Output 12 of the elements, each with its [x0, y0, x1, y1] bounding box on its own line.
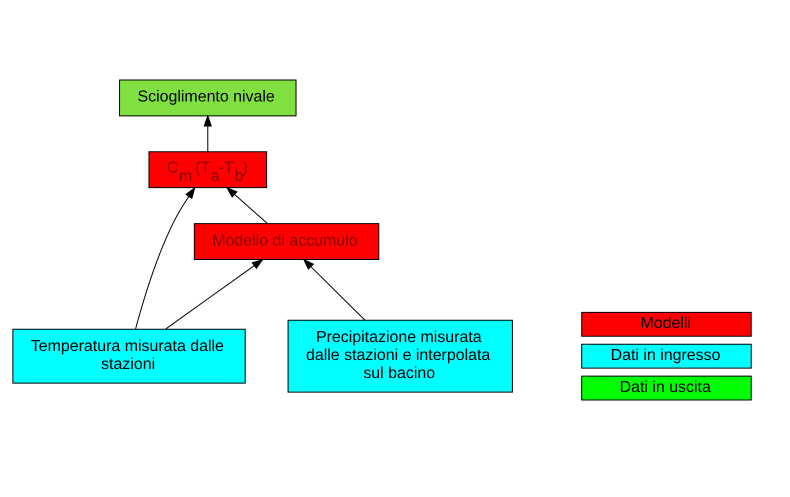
node-box: Modello di accumulo: [194, 223, 380, 260]
arrow: [135, 186, 196, 330]
legend-label: Dati in ingresso: [610, 346, 720, 364]
arrow: [302, 258, 366, 321]
arrow: [165, 258, 264, 330]
arrow: [204, 114, 212, 152]
node-box: Temperatura misurata dalle stazioni: [12, 328, 246, 384]
node-box: Scioglimento nivale: [119, 80, 297, 116]
legend-label: Dati in uscita: [620, 378, 711, 396]
legend-label: Modelli: [640, 315, 692, 332]
node-box: Precipitazione misurata dalle stazioni e interpolata sul bacino: [288, 320, 513, 393]
arrow: [226, 186, 268, 224]
